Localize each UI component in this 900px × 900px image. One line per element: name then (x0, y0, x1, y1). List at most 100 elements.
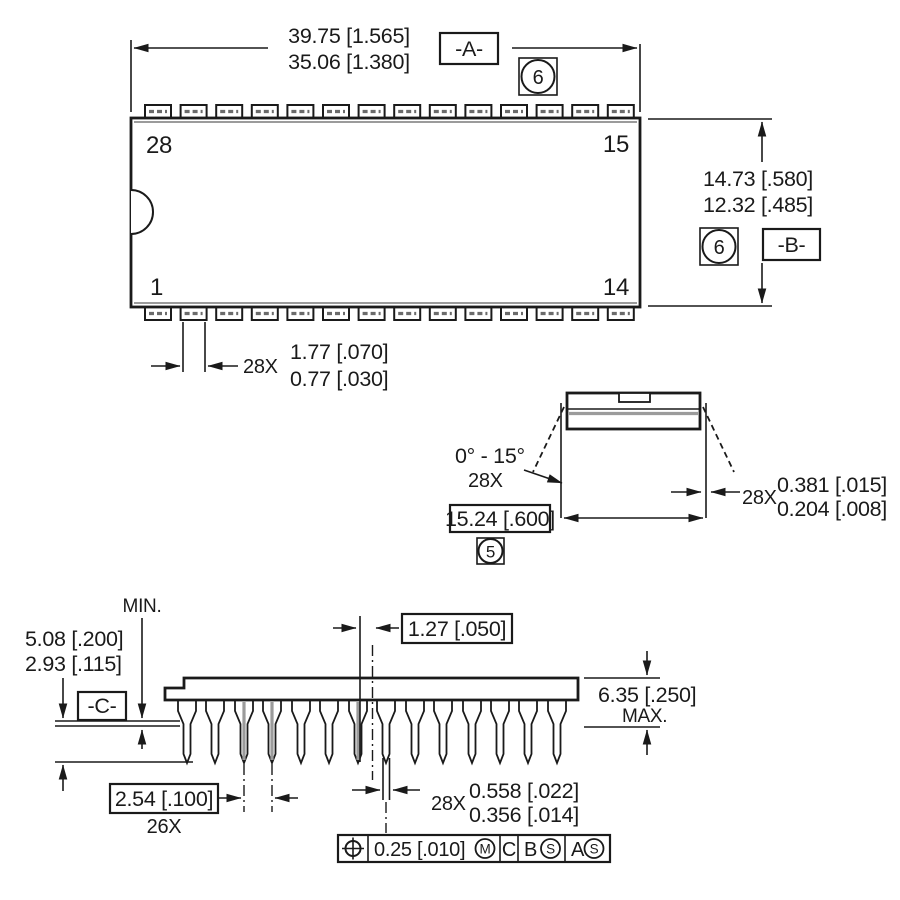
datum-b-label: -B- (778, 233, 806, 257)
half-pitch-value: 1.27 [.050] (408, 617, 506, 641)
pin1-index-notch (130, 189, 154, 235)
lead-angle-flare-left (532, 406, 565, 473)
pin (392, 305, 422, 322)
pin (285, 305, 315, 322)
dim-lead-width-count: 28X (243, 356, 278, 378)
pin (428, 103, 458, 120)
note-bubble-6-right: 6 (699, 227, 739, 266)
pin (179, 305, 209, 322)
datum-a-label: -A- (455, 37, 483, 61)
pitch-box (108, 782, 220, 815)
dim-body-width-max: 14.73 [.580] (703, 167, 813, 191)
pin (534, 103, 565, 120)
fcf-datum-c: C (502, 839, 516, 861)
note-5-label: 5 (486, 543, 495, 562)
pin-number-15: 15 (603, 131, 629, 158)
dim-pitch: 2.54 [.100] 26X (108, 764, 298, 838)
package-body-top-view (129, 116, 642, 309)
tip-width-min: 0.356 [.014] (469, 803, 579, 827)
lead-thickness-min: 0.204 [.008] (777, 497, 887, 521)
pin (534, 305, 565, 322)
lead (518, 699, 538, 764)
lead-thickness-count: 28X (742, 487, 777, 509)
pin (285, 103, 315, 120)
pin (606, 103, 636, 120)
fcf-tolerance: 0.25 [.010] (374, 839, 465, 861)
dim-lead-angle: 0° - 15° 28X (455, 444, 563, 492)
note-bubble-5: 5 (476, 537, 505, 565)
lead (490, 699, 510, 764)
fcf-datum-b-modifier: S (546, 842, 555, 857)
lead-angle-range: 0° - 15° (455, 444, 525, 468)
fcf-datum-a: A (571, 839, 585, 861)
lead-angle-count: 28X (468, 470, 503, 492)
fcf-datum-b: B (524, 839, 537, 861)
top-pin-row (143, 103, 636, 120)
dim-body-height: 6.35 [.250] MAX. (584, 651, 697, 755)
dim-body-width: 14.73 [.580] 12.32 [.485] (648, 118, 813, 307)
dim-body-length-value: 35.06 [1.380] (288, 50, 410, 74)
pitch-count: 26X (147, 816, 182, 838)
datum-c-label: -C- (88, 694, 117, 718)
lead (547, 699, 567, 764)
lead (433, 699, 453, 764)
pin-number-28: 28 (146, 132, 172, 159)
pin (250, 103, 280, 120)
pin (392, 103, 422, 120)
dim-overall-length: 39.75 [1.565] 35.06 [1.380] (130, 24, 641, 112)
datum-c-box (76, 690, 128, 722)
top-view: 28 15 1 14 39.75 [1.565] 35.06 [1.380] -… (129, 24, 822, 391)
lead (462, 699, 482, 764)
pin (463, 305, 493, 322)
min-label: MIN. (123, 596, 162, 617)
pin (428, 305, 458, 322)
dim-lead-width: 28X 1.77 [.070] 0.77 [.030] (151, 322, 389, 391)
position-tolerance-icon (342, 837, 364, 860)
note-6-label: 6 (533, 67, 544, 89)
dim-body-width-min: 12.32 [.485] (703, 193, 813, 217)
pin (250, 305, 280, 322)
dim-lead-width-max: 1.77 [.070] (290, 340, 388, 364)
dim-lead-width-min: 0.77 [.030] (290, 367, 388, 391)
rfs-modifier-icon (583, 838, 605, 859)
lead-angle-flare-right (702, 406, 735, 473)
side-view: 5.08 [.200] 2.93 [.115] MIN. -C- 1.27 [.… (25, 596, 697, 838)
pin (143, 305, 173, 322)
lead (405, 699, 425, 764)
lead (291, 699, 311, 764)
tip-width-max: 0.558 [.022] (469, 779, 579, 803)
dim-min-gap: MIN. (123, 596, 162, 749)
pin (570, 305, 600, 322)
half-pitch-box (400, 612, 514, 645)
standoff-max: 5.08 [.200] (25, 627, 123, 651)
lead (205, 699, 225, 764)
lid-notch (618, 392, 651, 403)
feature-control-frame: 0.25 [.010] M C B S A S (336, 833, 612, 864)
pin (179, 103, 209, 120)
pin (214, 305, 244, 322)
pin (321, 103, 351, 120)
dim-half-pitch: 1.27 [.050] (333, 612, 514, 780)
pitch-value: 2.54 [.100] (115, 787, 213, 811)
pin (570, 103, 600, 120)
bottom-pin-row (143, 305, 636, 322)
mmc-modifier-icon (474, 838, 496, 859)
lead (319, 699, 339, 764)
pin (143, 103, 173, 120)
rfs-modifier-icon (540, 838, 561, 859)
dim-row-spacing: 15.24 [.600] (445, 503, 704, 534)
dim-standoff: 5.08 [.200] 2.93 [.115] (25, 627, 124, 791)
body-height-qualifier: MAX. (622, 706, 667, 727)
fcf-modifier-m: M (480, 842, 491, 857)
tip-count: 28X (431, 793, 466, 815)
pin-number-14: 14 (603, 274, 629, 301)
row-spacing-box (448, 503, 552, 534)
note-bubble-6-top: 6 (518, 57, 558, 96)
datum-a-box (438, 31, 500, 66)
pin (214, 103, 244, 120)
pin (357, 103, 387, 120)
lead-thickness-max: 0.381 [.015] (777, 473, 887, 497)
package-body-side-view (163, 676, 580, 702)
